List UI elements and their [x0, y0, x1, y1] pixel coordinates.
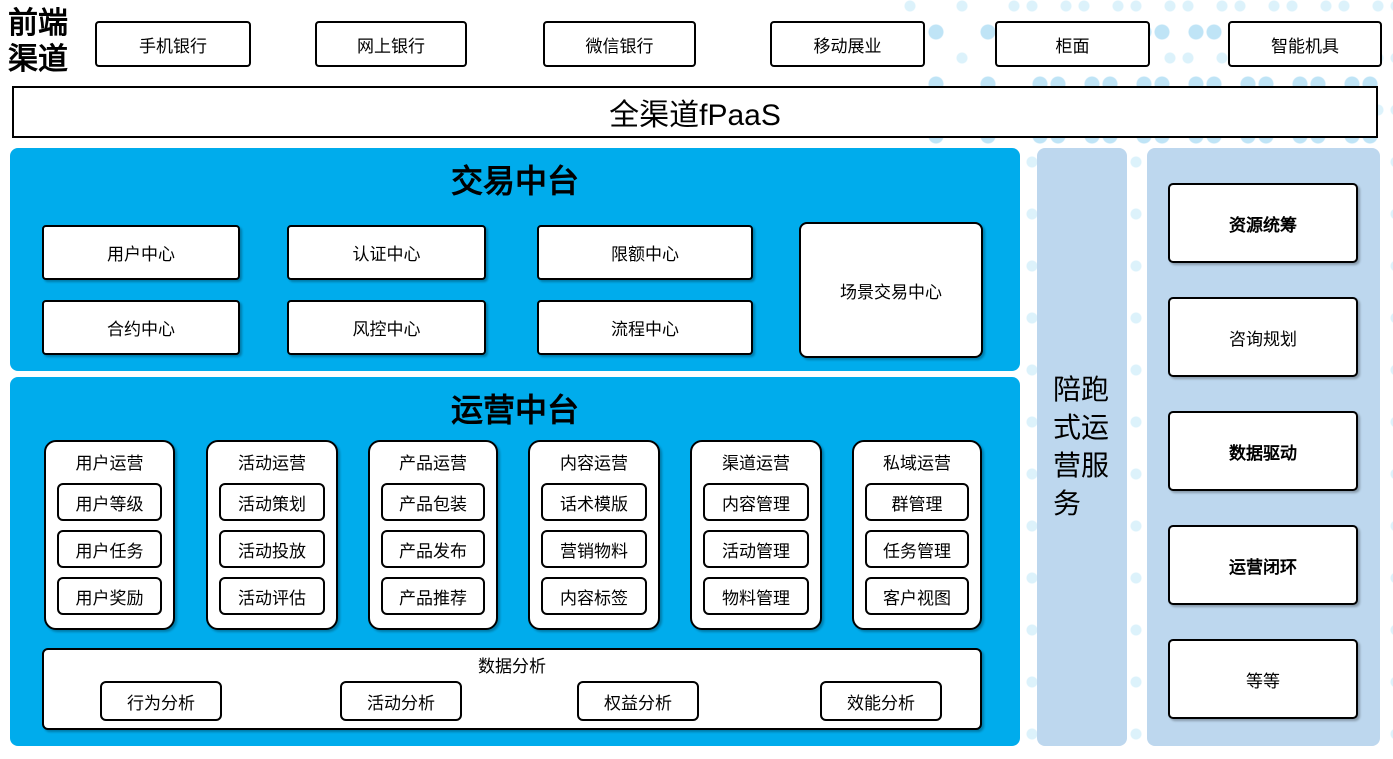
op-item: 客户视图 [865, 577, 969, 615]
op-item: 内容管理 [703, 483, 809, 521]
op-item: 话术模版 [541, 483, 647, 521]
front-channel-label: 前端渠道 [8, 7, 68, 76]
op-item: 用户奖励 [57, 577, 162, 615]
channel-box-mobile-marketing: 移动展业 [770, 21, 925, 67]
op-column-activity: 活动运营 活动策划 活动投放 活动评估 [206, 440, 338, 630]
center-box-contract: 合约中心 [42, 300, 240, 355]
op-item: 任务管理 [865, 530, 969, 568]
service-box-consulting: 咨询规划 [1168, 297, 1358, 377]
center-box-auth: 认证中心 [287, 225, 486, 280]
op-column-product: 产品运营 产品包装 产品发布 产品推荐 [368, 440, 498, 630]
op-item: 内容标签 [541, 577, 647, 615]
service-box-closed-loop: 运营闭环 [1168, 525, 1358, 605]
op-column-header: 内容运营 [560, 454, 628, 473]
op-column-header: 产品运营 [399, 454, 467, 473]
fpaas-bar: 全渠道fPaaS [12, 86, 1378, 138]
center-box-limit: 限额中心 [537, 225, 753, 280]
op-item: 活动评估 [219, 577, 325, 615]
op-item: 产品包装 [381, 483, 485, 521]
operation-platform-title: 运营中台 [450, 392, 579, 428]
data-analysis-title: 数据分析 [478, 657, 546, 676]
op-item: 用户任务 [57, 530, 162, 568]
op-column-private-domain: 私域运营 群管理 任务管理 客户视图 [852, 440, 982, 630]
op-item: 营销物料 [541, 530, 647, 568]
op-column-channel: 渠道运营 内容管理 活动管理 物料管理 [690, 440, 822, 630]
op-item: 产品推荐 [381, 577, 485, 615]
service-box-etc: 等等 [1168, 639, 1358, 719]
op-item: 活动管理 [703, 530, 809, 568]
op-column-user: 用户运营 用户等级 用户任务 用户奖励 [44, 440, 175, 630]
center-box-process: 流程中心 [537, 300, 753, 355]
transaction-platform-title: 交易中台 [450, 163, 579, 199]
center-box-scenario-transaction: 场景交易中心 [799, 222, 983, 358]
channel-box-smart-devices: 智能机具 [1228, 21, 1382, 67]
center-box-user: 用户中心 [42, 225, 240, 280]
op-column-header: 渠道运营 [722, 454, 790, 473]
channel-box-online-banking: 网上银行 [315, 21, 467, 67]
op-column-header: 用户运营 [75, 454, 144, 473]
op-item: 物料管理 [703, 577, 809, 615]
analysis-box-activity: 活动分析 [340, 681, 462, 721]
side-service-strip: 陪跑式运营服务 [1037, 148, 1127, 746]
op-item: 活动策划 [219, 483, 325, 521]
op-item: 活动投放 [219, 530, 325, 568]
op-column-header: 活动运营 [238, 454, 306, 473]
channel-box-counter: 柜面 [995, 21, 1150, 67]
op-item: 用户等级 [57, 483, 162, 521]
center-box-risk: 风控中心 [287, 300, 486, 355]
op-item: 群管理 [865, 483, 969, 521]
analysis-box-behavior: 行为分析 [100, 681, 222, 721]
channel-box-wechat-banking: 微信银行 [543, 21, 696, 67]
op-column-header: 私域运营 [883, 454, 951, 473]
channel-box-mobile-banking: 手机银行 [95, 21, 251, 67]
op-column-content: 内容运营 话术模版 营销物料 内容标签 [528, 440, 660, 630]
op-item: 产品发布 [381, 530, 485, 568]
side-service-label: 陪跑式运营服务 [1053, 374, 1110, 519]
analysis-box-rights: 权益分析 [577, 681, 699, 721]
service-box-data-driven: 数据驱动 [1168, 411, 1358, 491]
service-box-resource: 资源统筹 [1168, 183, 1358, 263]
analysis-box-efficiency: 效能分析 [820, 681, 942, 721]
